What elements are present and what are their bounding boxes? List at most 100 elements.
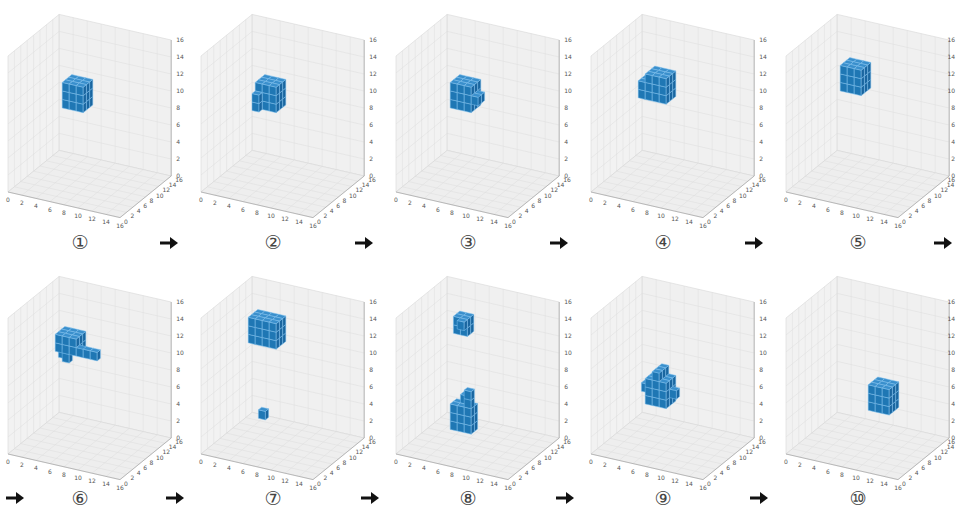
grid-line xyxy=(245,282,246,418)
tick-label: 6 xyxy=(921,465,925,471)
tick-label: 8 xyxy=(733,198,737,204)
voxel-face xyxy=(854,66,864,70)
tick-label: 8 xyxy=(840,472,844,478)
tick-label: 14 xyxy=(102,219,110,225)
grid-line xyxy=(8,310,59,352)
tick-label: 4 xyxy=(951,139,955,145)
grid-line xyxy=(8,327,59,369)
tick-label: 14 xyxy=(947,54,955,60)
grid-line xyxy=(428,166,540,192)
grid-line xyxy=(642,344,754,370)
tick-label: 0 xyxy=(512,219,516,225)
grid-line xyxy=(440,282,441,418)
tick-label: 8 xyxy=(150,460,154,466)
voxel-face xyxy=(464,388,474,392)
grid-line xyxy=(396,31,447,73)
axis-line xyxy=(201,192,313,218)
axis-line xyxy=(703,438,754,480)
tick-label: 10 xyxy=(564,88,572,94)
tick-label: 2 xyxy=(603,200,607,206)
grid-line xyxy=(201,31,252,73)
axis-pane xyxy=(591,150,754,217)
voxel-face xyxy=(882,385,892,389)
step-number: ⑦ xyxy=(265,489,282,508)
step-number: ④ xyxy=(655,233,672,252)
axis-pane xyxy=(252,14,364,176)
tick-label: 4 xyxy=(759,401,763,407)
grid-line xyxy=(786,65,837,107)
tick-label: 8 xyxy=(733,460,737,466)
tick-label: 8 xyxy=(369,367,373,373)
grid-line xyxy=(233,292,234,428)
step-arrow xyxy=(560,237,568,249)
tick-label: 12 xyxy=(369,71,377,77)
tick-label: 16 xyxy=(759,37,767,43)
grid-line xyxy=(786,48,837,90)
axis-pane xyxy=(642,14,754,176)
grid-line xyxy=(591,82,642,124)
grid-line xyxy=(201,48,252,90)
tick-label: 0 xyxy=(124,219,128,225)
step-number: ⑤ xyxy=(850,233,867,252)
tick-label: 6 xyxy=(48,207,52,213)
grid-line xyxy=(837,310,949,336)
grid-line xyxy=(921,296,922,432)
grid-line xyxy=(447,48,559,74)
grid-line xyxy=(837,378,949,404)
grid-line xyxy=(252,344,364,370)
axis-line xyxy=(949,302,950,438)
tick-label: 10 xyxy=(934,455,942,461)
tick-label: 10 xyxy=(156,193,164,199)
grid-line xyxy=(545,37,546,173)
tick-label: 14 xyxy=(295,219,303,225)
tick-label: 0 xyxy=(759,435,763,441)
axis-line xyxy=(120,438,171,480)
tick-label: 0 xyxy=(176,173,180,179)
axis-pane xyxy=(642,276,754,438)
tick-label: 2 xyxy=(564,156,568,162)
tick-label: 4 xyxy=(137,470,141,476)
voxel-face xyxy=(457,318,467,322)
tick-label: 10 xyxy=(934,193,942,199)
tick-label: 12 xyxy=(947,71,955,77)
tick-label: 8 xyxy=(840,210,844,216)
tick-label: 14 xyxy=(880,219,888,225)
tick-label: 16 xyxy=(759,299,767,305)
tick-label: 12 xyxy=(759,71,767,77)
grid-line xyxy=(786,31,837,73)
tick-label: 4 xyxy=(915,208,919,214)
step-arrow xyxy=(365,237,373,249)
axis-line xyxy=(396,454,508,480)
grid-line xyxy=(34,171,146,197)
grid-line xyxy=(617,171,729,197)
grid-line xyxy=(8,293,59,335)
tick-label: 16 xyxy=(176,37,184,43)
tick-label: 12 xyxy=(671,216,679,222)
grid-line xyxy=(239,423,351,449)
grid-line xyxy=(591,65,642,107)
tick-label: 12 xyxy=(281,216,289,222)
tick-label: 14 xyxy=(490,481,498,487)
tick-label: 4 xyxy=(227,465,231,471)
grid-line xyxy=(726,296,727,432)
grid-line xyxy=(157,299,158,435)
tick-label: 2 xyxy=(369,418,373,424)
step-arrow xyxy=(176,492,184,504)
grid-line xyxy=(59,293,171,319)
grid-line xyxy=(591,310,642,352)
tick-label: 6 xyxy=(436,469,440,475)
grid-line xyxy=(623,30,624,166)
grid-line xyxy=(441,156,553,182)
tick-label: 2 xyxy=(20,462,24,468)
tick-label: 8 xyxy=(538,460,542,466)
tick-label: 14 xyxy=(557,444,565,450)
grid-line xyxy=(233,30,234,166)
grid-line xyxy=(635,20,636,156)
tick-label: 8 xyxy=(62,210,66,216)
grid-line xyxy=(245,20,246,156)
grid-line xyxy=(818,292,819,428)
tick-label: 14 xyxy=(564,316,572,322)
grid-line xyxy=(59,48,171,74)
grid-line xyxy=(531,296,532,432)
grid-line xyxy=(396,65,447,107)
